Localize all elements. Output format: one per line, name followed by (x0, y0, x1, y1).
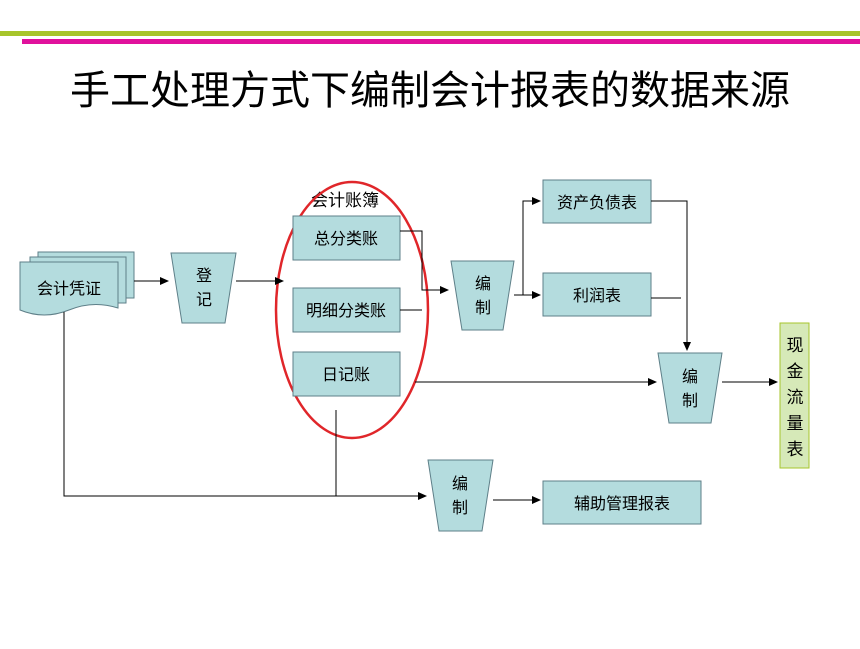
cash-flow-char-1: 现 (787, 336, 804, 356)
compile-1-char-2: 制 (475, 298, 491, 317)
compile-3-char-1: 编 (452, 474, 468, 493)
journal-label: 日记账 (322, 365, 370, 384)
income-statement-node: 利润表 (542, 272, 652, 317)
compile-node-3: 编 制 (427, 459, 494, 532)
general-ledger-node: 总分类账 (292, 215, 401, 261)
header-bar-magenta (22, 39, 860, 44)
connectors (63, 197, 778, 504)
cash-flow-char-3: 流 (787, 388, 804, 408)
compile-1-char-1: 编 (475, 274, 491, 293)
compile-3-char-2: 制 (452, 498, 468, 517)
journal-node: 日记账 (292, 351, 401, 397)
register-node: 登 记 (170, 252, 237, 324)
header-bar-green (0, 31, 860, 36)
compile-2-char-1: 编 (682, 367, 698, 386)
slide-title: 手工处理方式下编制会计报表的数据来源 (70, 68, 790, 114)
ledger-group-label: 会计账簿 (311, 191, 379, 211)
sub-ledger-label: 明细分类账 (306, 301, 386, 320)
aux-report-node: 辅助管理报表 (542, 480, 702, 525)
balance-sheet-node: 资产负债表 (542, 179, 652, 224)
arrow-general-ledger-compile (400, 230, 449, 294)
aux-report-label: 辅助管理报表 (574, 494, 670, 513)
register-char-2: 记 (196, 290, 212, 309)
register-char-1: 登 (196, 266, 212, 285)
cash-flow-char-4: 量 (787, 414, 804, 434)
general-ledger-label: 总分类账 (314, 229, 378, 248)
arrow-balance-sheet-compile (651, 200, 691, 351)
voucher-label: 会计凭证 (37, 279, 101, 298)
arrow-voucher-compile-aux (63, 312, 427, 500)
compile-node-2: 编 制 (657, 352, 723, 424)
compile-node-1: 编 制 (450, 260, 515, 331)
balance-sheet-label: 资产负债表 (557, 193, 637, 212)
ledger-group-ellipse (274, 180, 430, 440)
voucher-node: 会计凭证 (19, 251, 135, 316)
sub-ledger-node: 明细分类账 (292, 287, 401, 333)
cash-flow-char-5: 表 (787, 440, 804, 460)
cash-flow-char-2: 金 (787, 362, 804, 382)
arrow-to-balance-sheet (522, 197, 541, 295)
compile-2-char-2: 制 (682, 391, 698, 410)
cash-flow-node: 现 金 流 量 表 (779, 322, 810, 469)
income-statement-label: 利润表 (573, 286, 621, 305)
